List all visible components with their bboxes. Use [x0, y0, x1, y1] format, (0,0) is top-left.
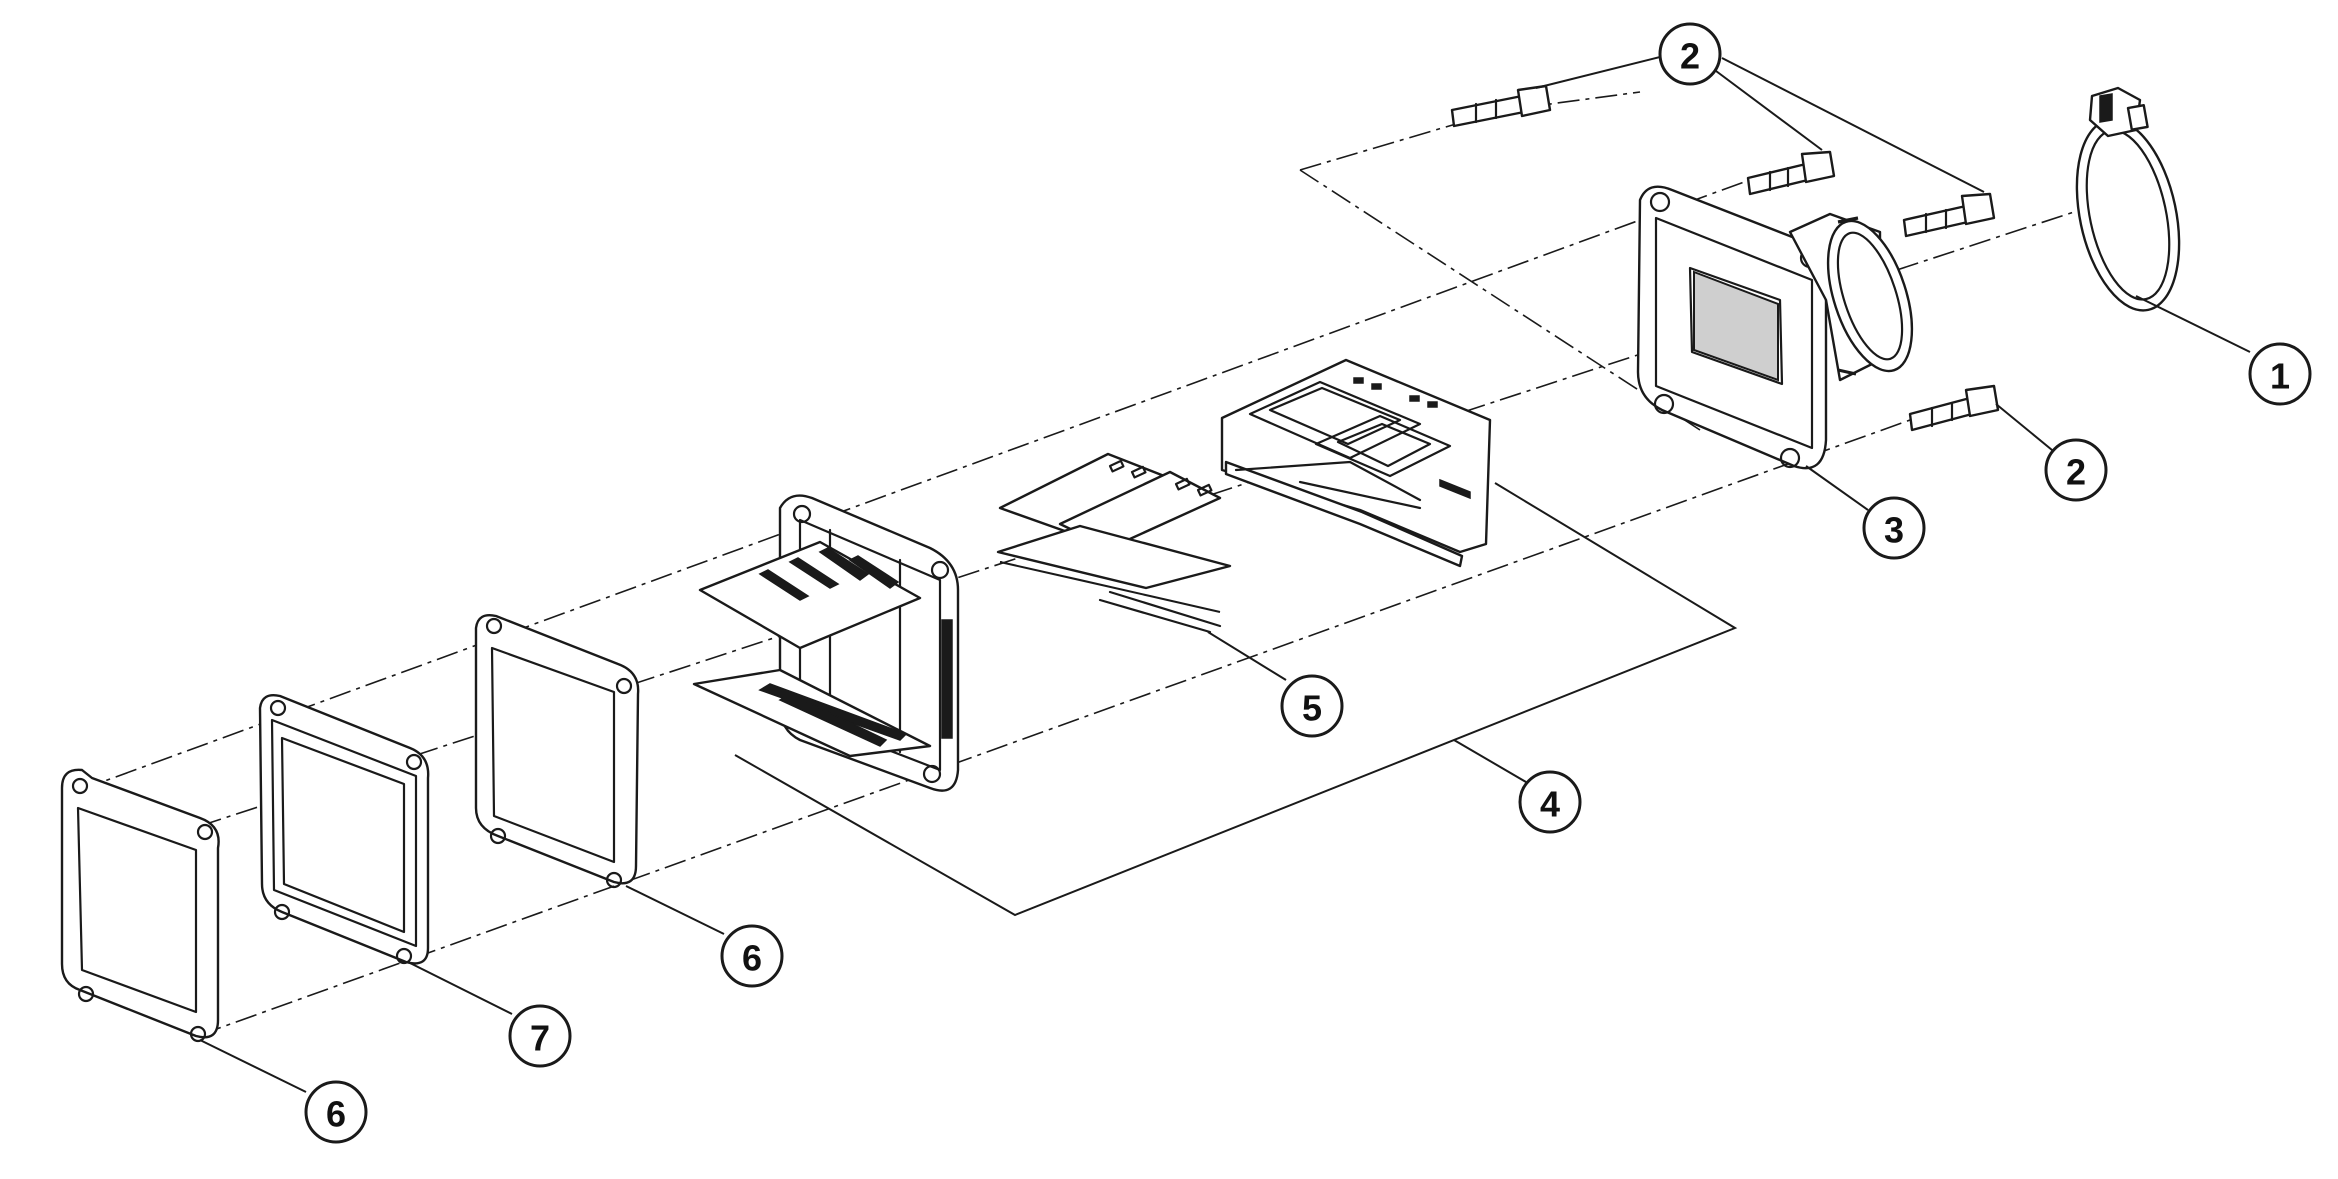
callout-part-2-right: 2 — [2044, 438, 2108, 502]
hose-clamp — [2075, 86, 2181, 312]
spacer-plate — [258, 694, 430, 965]
reed-petals — [996, 452, 1232, 634]
callout-number: 2 — [1680, 36, 1700, 77]
leader-line-bolt-4 — [1995, 403, 2053, 451]
leader-line-reed-block — [1453, 739, 1527, 783]
callout-part-6-rear: 6 — [720, 924, 784, 988]
axis-line-upper-left — [79, 177, 1756, 791]
gasket-rear — [474, 614, 640, 889]
callout-number: 6 — [742, 938, 762, 979]
leader-line-gasket-front — [199, 1039, 307, 1093]
callout-number: 1 — [2270, 356, 2290, 397]
leader-line-bolt-1 — [1535, 54, 1669, 89]
leader-lines — [199, 54, 2251, 1093]
callout-number: 2 — [2066, 452, 2086, 493]
callout-part-4: 4 — [1518, 770, 1582, 834]
cage-side-ribs — [941, 619, 953, 739]
callout-number: 4 — [1540, 784, 1560, 825]
reed-stopper-plate — [1220, 358, 1492, 568]
bolt — [1908, 384, 2000, 432]
callout-number: 7 — [530, 1018, 550, 1059]
intake-manifold — [1636, 185, 1914, 470]
callout-number: 3 — [1884, 510, 1904, 551]
leader-line-clamp — [2135, 295, 2251, 353]
callouts: 1 2 2 3 4 5 6 6 — [304, 22, 2312, 1144]
callout-part-5: 5 — [1280, 674, 1344, 738]
leader-line-bolt-2 — [1711, 67, 1823, 151]
callout-part-1: 1 — [2248, 342, 2312, 406]
callout-part-6-front: 6 — [304, 1080, 368, 1144]
reed-block-group-bracket — [734, 482, 1738, 917]
gasket-front — [60, 768, 220, 1043]
callout-part-7: 7 — [508, 1004, 572, 1068]
bolt — [1450, 84, 1552, 128]
callout-part-3: 3 — [1862, 496, 1926, 560]
axis-line-top-bolt — [1299, 169, 1701, 431]
reed-cage-body — [692, 494, 960, 792]
bolt — [1746, 150, 1836, 196]
bolt — [1902, 192, 1996, 238]
leader-line-bolt-3 — [1721, 57, 1985, 193]
callout-part-2-top: 2 — [1658, 22, 1722, 86]
leader-line-spacer — [407, 961, 513, 1015]
leader-line-reed-petals — [1207, 631, 1287, 681]
leader-line-manifold — [1805, 465, 1869, 511]
callout-number: 6 — [326, 1094, 346, 1135]
bolts — [1450, 84, 2000, 432]
callout-number: 5 — [1302, 688, 1322, 729]
leader-line-gasket-rear — [625, 885, 725, 935]
